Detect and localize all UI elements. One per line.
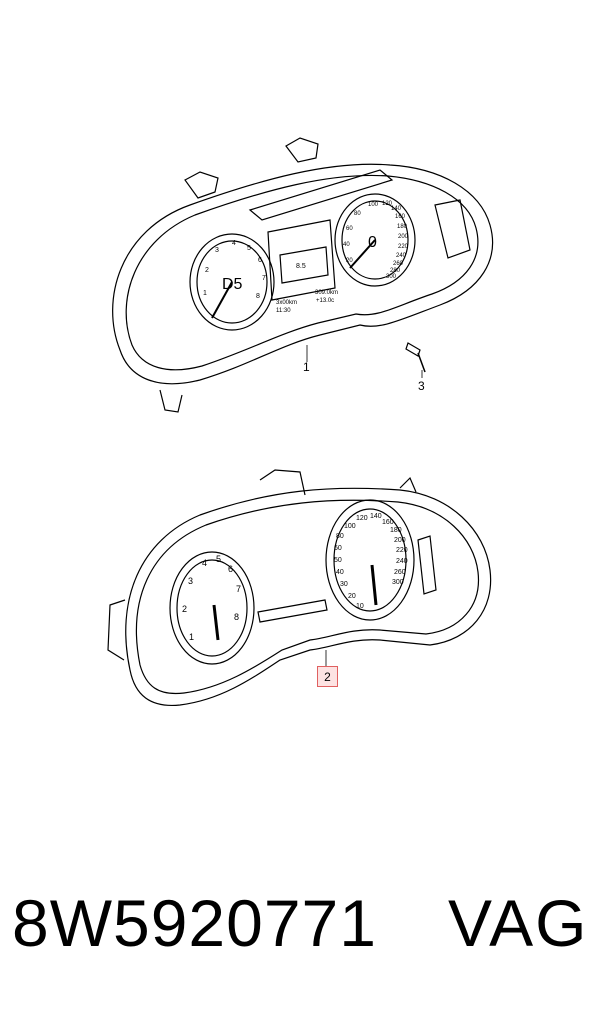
- bottom-right-gauge: [325, 499, 415, 621]
- tick-label: 80: [336, 533, 344, 540]
- tick-label: 80: [354, 211, 361, 217]
- tick-label: 180: [397, 224, 408, 230]
- bottom-right-gauge-ticks: 10 20 30 40 50 60 80 100 120 140 160 180…: [334, 513, 408, 610]
- screw-head: [405, 342, 421, 357]
- bottom-right-gauge-inner: [333, 508, 407, 612]
- display-line: 11:30: [276, 308, 291, 314]
- top-right-gauge-inner: [341, 200, 409, 280]
- tick-label: 60: [346, 226, 353, 232]
- tick-label: 220: [396, 547, 408, 554]
- screw-shaft: [417, 352, 426, 373]
- tick-label: 260: [393, 261, 404, 267]
- callout-label: 1: [303, 360, 310, 374]
- bottom-left-gauge-ticks: 1 2 3 4 5 6 7 8: [182, 554, 241, 642]
- top-fuel-gauge: [434, 199, 471, 259]
- tick-label: 140: [370, 513, 382, 520]
- top-right-needle: [349, 239, 376, 269]
- callout-label-highlighted[interactable]: 2: [317, 666, 338, 687]
- tick-label: 50: [334, 557, 342, 564]
- tick-label: 200: [394, 537, 406, 544]
- top-display-text: 8.5 3x00km 11:30 309.0km +13.0c: [276, 263, 338, 314]
- tick-label: 8: [256, 293, 260, 300]
- display-line: 8.5: [296, 263, 306, 270]
- tick-label: 8: [234, 612, 239, 622]
- tick-label: 160: [395, 214, 406, 220]
- callout-label: 3: [418, 379, 425, 393]
- tick-label: 2: [205, 267, 209, 274]
- top-tab-left: [184, 171, 219, 199]
- tick-label: 260: [394, 569, 406, 576]
- top-left-gauge-ticks: 1 2 3 4 5 6 7 8: [203, 240, 266, 300]
- tick-label: 160: [382, 519, 394, 526]
- top-left-gauge-center: D5: [222, 276, 243, 293]
- bottom-rear-bracket: [107, 599, 126, 661]
- bottom-right-needle: [370, 564, 378, 606]
- tick-label: 3: [215, 247, 219, 254]
- tick-label: 20: [348, 593, 356, 600]
- tick-label: 140: [391, 206, 402, 212]
- bottom-center-strip: [257, 599, 328, 623]
- bottom-left-gauge: [169, 551, 255, 665]
- bottom-fuel-gauge: [417, 535, 437, 595]
- tick-label: 40: [336, 569, 344, 576]
- top-center-display: [267, 219, 336, 301]
- display-line: 309.0km: [315, 290, 338, 296]
- display-line: +13.0c: [316, 298, 334, 304]
- tick-label: 40: [343, 242, 350, 248]
- top-right-gauge-center: 0: [368, 234, 377, 251]
- tick-label: 1: [189, 632, 194, 642]
- tick-label: 30: [340, 581, 348, 588]
- brand-label: VAG: [448, 886, 589, 960]
- tick-label: 220: [398, 244, 409, 250]
- tick-label: 280: [390, 268, 401, 274]
- tick-label: 1: [203, 290, 207, 297]
- top-housing-outline: [112, 163, 494, 385]
- bottom-top-tab: [399, 476, 417, 493]
- top-housing-inner: [125, 174, 479, 371]
- tick-label: 4: [202, 558, 207, 568]
- tick-label: 300: [392, 579, 404, 586]
- indicator-strip: [248, 169, 394, 221]
- tick-label: 5: [216, 554, 221, 564]
- top-cluster: [112, 137, 494, 413]
- bottom-housing-inner: [135, 499, 480, 695]
- bottom-left-needle: [212, 604, 220, 641]
- tick-label: 100: [368, 202, 379, 208]
- tick-label: 6: [258, 257, 262, 264]
- tick-label: 4: [232, 240, 236, 247]
- top-left-gauge: [189, 233, 275, 331]
- tick-label: 5: [247, 245, 251, 252]
- top-bottom-tab: [159, 389, 183, 413]
- tick-label: 240: [396, 253, 407, 259]
- bottom-top-connector: [259, 469, 306, 496]
- tick-label: 300: [386, 274, 397, 280]
- tick-label: 7: [236, 584, 241, 594]
- tick-label: 6: [228, 564, 233, 574]
- top-left-needle: [211, 281, 233, 319]
- tick-label: 200: [398, 234, 409, 240]
- part-number: 8W5920771: [12, 886, 377, 960]
- top-right-gauge: [334, 193, 416, 287]
- tick-label: 3: [188, 576, 193, 586]
- tick-label: 120: [356, 515, 368, 522]
- bottom-housing-outline: [125, 487, 492, 707]
- display-line: 3x00km: [276, 300, 297, 306]
- bottom-left-gauge-inner: [176, 559, 248, 657]
- top-right-gauge-ticks: 20 40 60 80 100 120 140 160 180 200 220 …: [343, 201, 409, 280]
- tick-label: 2: [182, 604, 187, 614]
- tick-label: 180: [390, 527, 402, 534]
- top-display-panel: [279, 246, 329, 284]
- tick-label: 60: [334, 545, 342, 552]
- bottom-cluster: [107, 469, 492, 707]
- top-tab-right: [285, 137, 319, 163]
- top-left-gauge-inner: [196, 240, 268, 324]
- tick-label: 120: [382, 201, 393, 207]
- tick-label: 100: [344, 523, 356, 530]
- tick-label: 10: [356, 603, 364, 610]
- tick-label: 7: [262, 275, 266, 282]
- tick-label: 240: [396, 558, 408, 565]
- tick-label: 20: [346, 258, 353, 264]
